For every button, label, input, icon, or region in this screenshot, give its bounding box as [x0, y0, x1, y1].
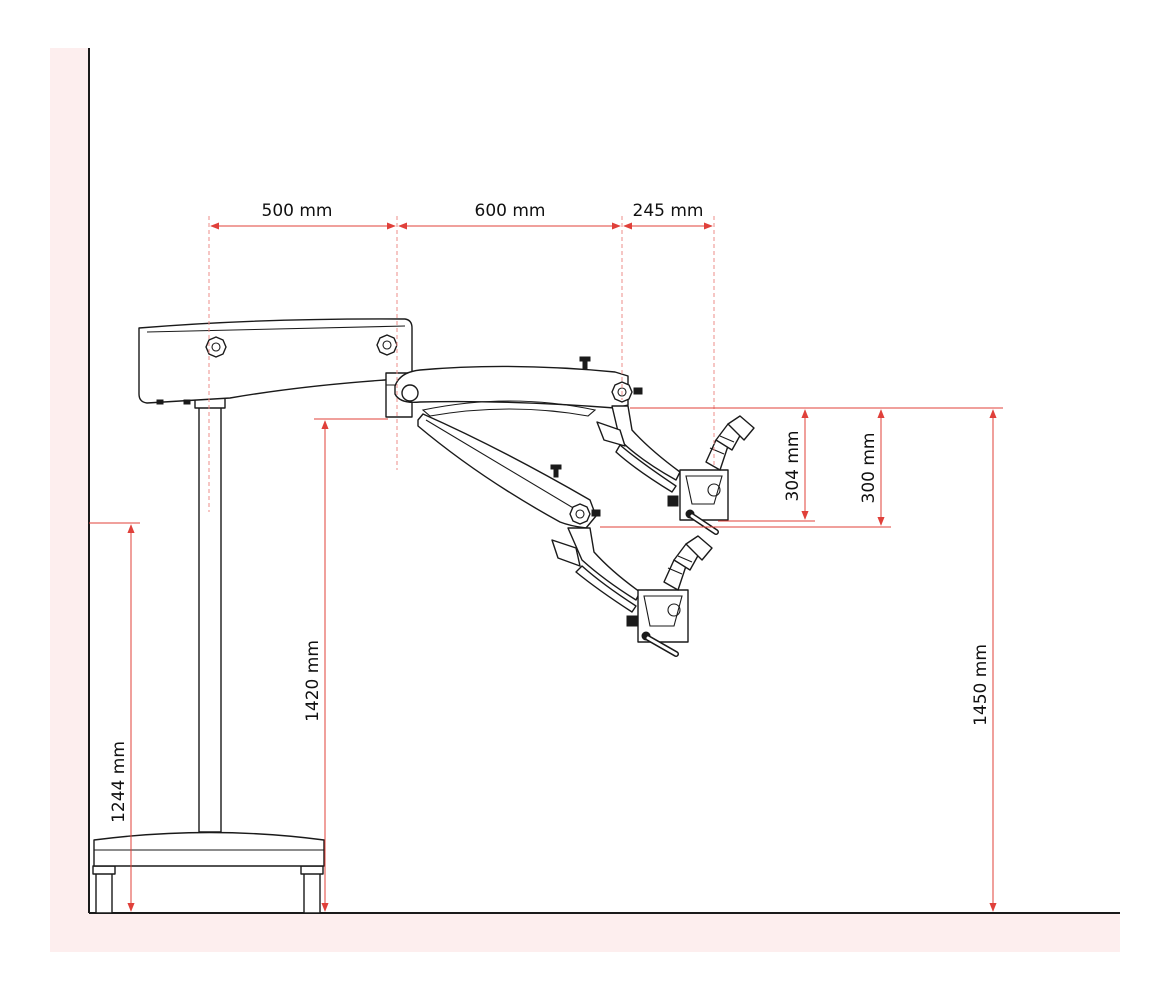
base-plate: [93, 831, 325, 867]
swing-arm-lower-joint-knob: [569, 503, 601, 525]
dimension-guides: [89, 216, 1003, 528]
dim-label-1450: 1450 mm: [971, 644, 991, 726]
dim-label-245: 245 mm: [633, 201, 704, 221]
swing-arm-knob-top: [579, 356, 591, 370]
dim-label-1420: 1420 mm: [303, 640, 323, 722]
dim-label-304: 304 mm: [783, 431, 803, 502]
stand-column: [198, 403, 222, 833]
dimension-labels: 500 mm 600 mm 245 mm 1244 mm 1420 mm 304…: [109, 201, 991, 823]
dim-label-600: 600 mm: [475, 201, 546, 221]
swing-arm-upper: [394, 365, 629, 409]
microscope-head-lower: [551, 527, 713, 657]
microscope-head-upper: [596, 405, 755, 535]
dim-label-500: 500 mm: [262, 201, 333, 221]
drawing-area: [89, 48, 1120, 912]
dimension-lines: [127, 222, 997, 912]
microscope-stand: [92, 318, 755, 914]
dim-label-1244: 1244 mm: [109, 741, 129, 823]
carrier-knob-1: [205, 336, 227, 358]
swing-arm-knob-lower: [550, 464, 562, 478]
swing-arm-lower: [417, 413, 597, 529]
dim-label-300: 300 mm: [859, 433, 879, 504]
carrier-knob-2: [376, 334, 398, 356]
